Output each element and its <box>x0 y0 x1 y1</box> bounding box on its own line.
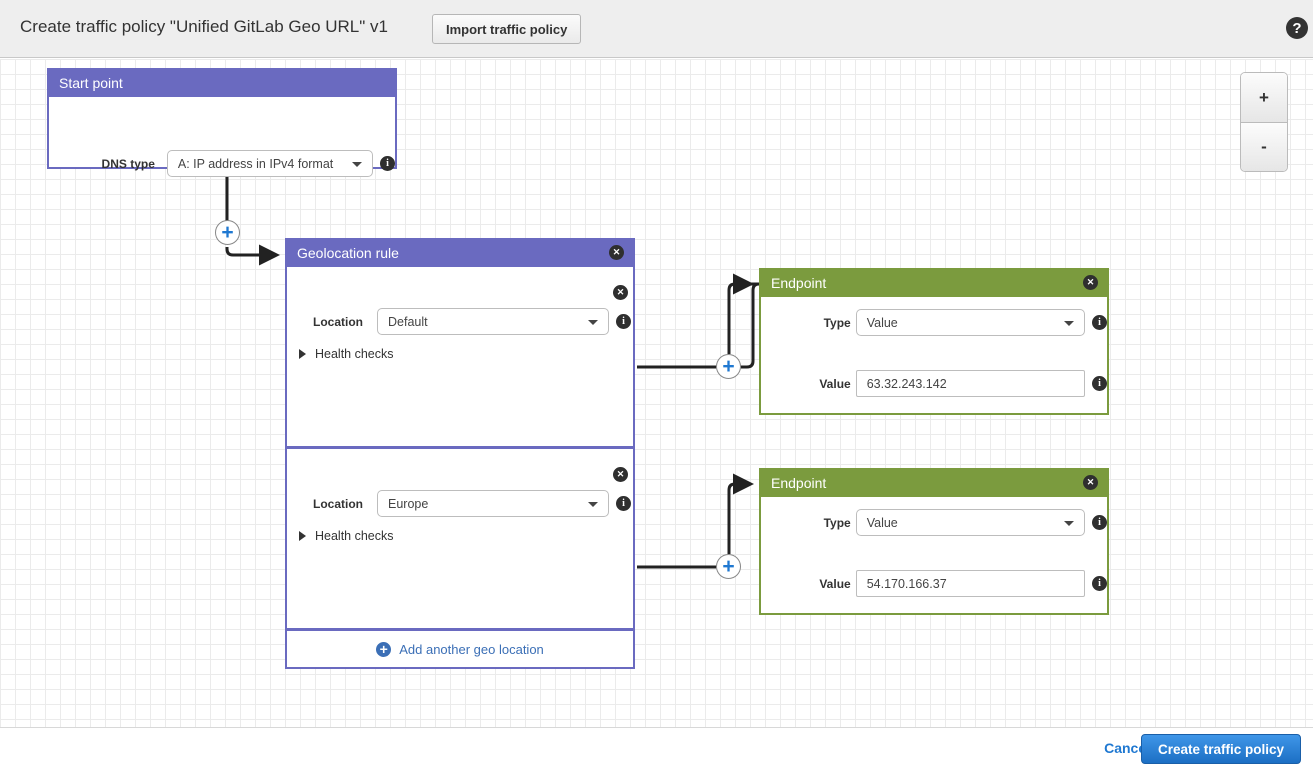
bottom-action-bar: Cancel Create traffic policy <box>0 727 1313 770</box>
start-point-body: DNS type A: IP address in IPv4 format i <box>47 97 397 177</box>
close-icon[interactable]: ✕ <box>613 285 628 300</box>
endpoint-value-info-icon[interactable]: i <box>1092 376 1107 391</box>
chevron-down-icon <box>1064 320 1074 326</box>
dns-type-info-icon[interactable]: i <box>380 156 395 171</box>
endpoint-title: Endpoint <box>771 474 827 491</box>
chevron-down-icon <box>588 501 598 507</box>
location-value: Europe <box>388 496 429 511</box>
location-info-icon[interactable]: i <box>616 496 631 511</box>
endpoint-type-value: Value <box>866 515 898 530</box>
start-point-title: Start point <box>59 74 123 91</box>
chevron-down-icon <box>352 161 362 167</box>
endpoint-card: Endpoint ✕ Type Value i Value 63.32.243.… <box>759 268 1109 415</box>
plus-icon: + <box>376 641 392 657</box>
endpoint-type-value: Value <box>866 315 898 330</box>
endpoint-value-text: 63.32.243.142 <box>866 376 947 391</box>
top-header-bar: Create traffic policy "Unified GitLab Ge… <box>0 0 1313 58</box>
connector-node-start[interactable]: + <box>215 220 240 245</box>
connector-node-endpoint-1[interactable]: + <box>716 354 741 379</box>
zoom-controls: + - <box>1240 72 1288 172</box>
endpoint-title: Endpoint <box>771 274 827 291</box>
endpoint-value-input[interactable]: 63.32.243.142 <box>855 370 1085 397</box>
endpoint-value-label: Value <box>819 376 851 391</box>
endpoint-type-info-icon[interactable]: i <box>1092 515 1107 530</box>
endpoint-value-input[interactable]: 54.170.166.37 <box>855 570 1085 597</box>
health-checks-toggle[interactable]: Health checks <box>299 347 394 361</box>
chevron-down-icon <box>588 319 598 325</box>
help-icon[interactable]: ? <box>1286 17 1308 39</box>
connector-node-endpoint-2[interactable]: + <box>716 554 741 579</box>
endpoint-value-info-icon[interactable]: i <box>1092 576 1107 591</box>
dns-type-value: A: IP address in IPv4 format <box>177 156 334 171</box>
add-geo-location-label: Add another geo location <box>399 641 544 657</box>
zoom-out-button[interactable]: - <box>1241 122 1287 171</box>
endpoint-type-label: Type <box>823 315 851 330</box>
geolocation-rule-body: ✕ Location Default i Health checks ✕ <box>285 267 635 669</box>
geolocation-rule-card: Geolocation rule ✕ ✕ Location Default i … <box>285 238 635 669</box>
policy-canvas[interactable]: + + + Start point DNS type A: IP address… <box>0 59 1313 727</box>
location-select[interactable]: Europe <box>377 490 609 517</box>
dns-type-select[interactable]: A: IP address in IPv4 format <box>166 150 373 177</box>
endpoint-type-select[interactable]: Value <box>855 309 1085 336</box>
zoom-in-button[interactable]: + <box>1241 73 1287 122</box>
endpoint-value-label: Value <box>819 576 851 591</box>
close-icon[interactable]: ✕ <box>1083 275 1098 290</box>
endpoint-card: Endpoint ✕ Type Value i Value 54.170.166… <box>759 468 1109 615</box>
location-select[interactable]: Default <box>377 308 609 335</box>
create-traffic-policy-button[interactable]: Create traffic policy <box>1140 734 1301 764</box>
geolocation-rule-header: Geolocation rule ✕ <box>285 238 635 267</box>
endpoint-body: Type Value i Value 63.32.243.142 i <box>759 297 1109 415</box>
chevron-right-icon <box>299 349 306 359</box>
endpoint-header: Endpoint ✕ <box>759 268 1109 297</box>
location-label: Location <box>313 496 363 511</box>
location-value: Default <box>388 314 428 329</box>
chevron-right-icon <box>299 531 306 541</box>
geolocation-rule-title: Geolocation rule <box>297 244 399 261</box>
geo-location-section: ✕ Location Default i Health checks <box>287 267 633 446</box>
close-icon[interactable]: ✕ <box>613 467 628 482</box>
endpoint-header: Endpoint ✕ <box>759 468 1109 497</box>
endpoint-type-info-icon[interactable]: i <box>1092 315 1107 330</box>
dns-type-label: DNS type <box>101 156 155 171</box>
close-icon[interactable]: ✕ <box>609 245 624 260</box>
endpoint-type-select[interactable]: Value <box>855 509 1085 536</box>
start-point-card: Start point DNS type A: IP address in IP… <box>47 68 397 177</box>
start-point-header: Start point <box>47 68 397 97</box>
page-title: Create traffic policy "Unified GitLab Ge… <box>20 17 388 36</box>
close-icon[interactable]: ✕ <box>1083 475 1098 490</box>
import-traffic-policy-button[interactable]: Import traffic policy <box>432 14 582 44</box>
health-checks-label: Health checks <box>315 529 394 543</box>
health-checks-toggle[interactable]: Health checks <box>299 529 394 543</box>
location-info-icon[interactable]: i <box>616 314 631 329</box>
location-label: Location <box>313 314 363 329</box>
geo-location-section: ✕ Location Europe i Health checks <box>287 449 633 628</box>
cancel-button[interactable]: Cancel <box>1104 740 1150 756</box>
section-divider <box>287 446 633 449</box>
endpoint-type-label: Type <box>823 515 851 530</box>
add-geo-location-button[interactable]: + Add another geo location <box>287 628 633 667</box>
health-checks-label: Health checks <box>315 347 394 361</box>
chevron-down-icon <box>1064 520 1074 526</box>
endpoint-body: Type Value i Value 54.170.166.37 i <box>759 497 1109 615</box>
endpoint-value-text: 54.170.166.37 <box>866 576 947 591</box>
